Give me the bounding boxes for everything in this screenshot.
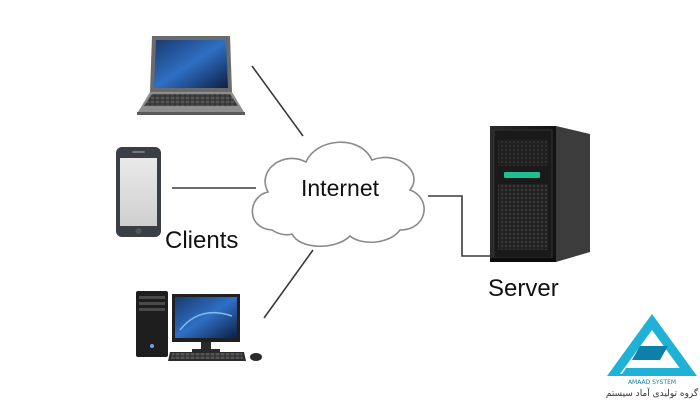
internet-to-server-line [428, 195, 490, 257]
laptop-to-internet-line [251, 65, 304, 137]
smartphone-icon [116, 147, 161, 237]
tower-server-icon [490, 126, 590, 262]
amaad-system-logo: AMAAD SYSTEM گروه تولیدی آماد سیستم [606, 314, 699, 399]
logo-brand-fa: گروه تولیدی آماد سیستم [606, 387, 699, 399]
server-label: Server [488, 275, 559, 302]
connection-lines [172, 65, 490, 319]
clients-label: Clients [165, 227, 238, 254]
internet-label: Internet [301, 175, 380, 201]
desktop-to-internet-line [263, 249, 314, 319]
logo-brand-en: AMAAD SYSTEM [628, 379, 676, 386]
cloud-icon [251, 141, 425, 247]
laptop-icon [137, 36, 245, 115]
desktop-computer-icon [136, 291, 262, 361]
